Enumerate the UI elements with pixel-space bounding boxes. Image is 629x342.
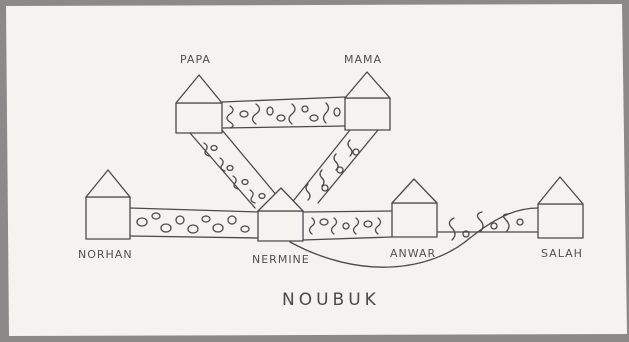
drawing-title: NOUBUK: [282, 290, 380, 310]
label-salah: SALAH: [541, 247, 583, 260]
label-mama: MAMA: [344, 53, 382, 66]
label-norhan: NORHAN: [78, 248, 133, 261]
label-nermine: NERMINE: [252, 253, 310, 266]
label-papa: PAPA: [180, 53, 211, 66]
paper-sheet: [6, 4, 627, 336]
label-anwar: ANWAR: [390, 247, 436, 260]
